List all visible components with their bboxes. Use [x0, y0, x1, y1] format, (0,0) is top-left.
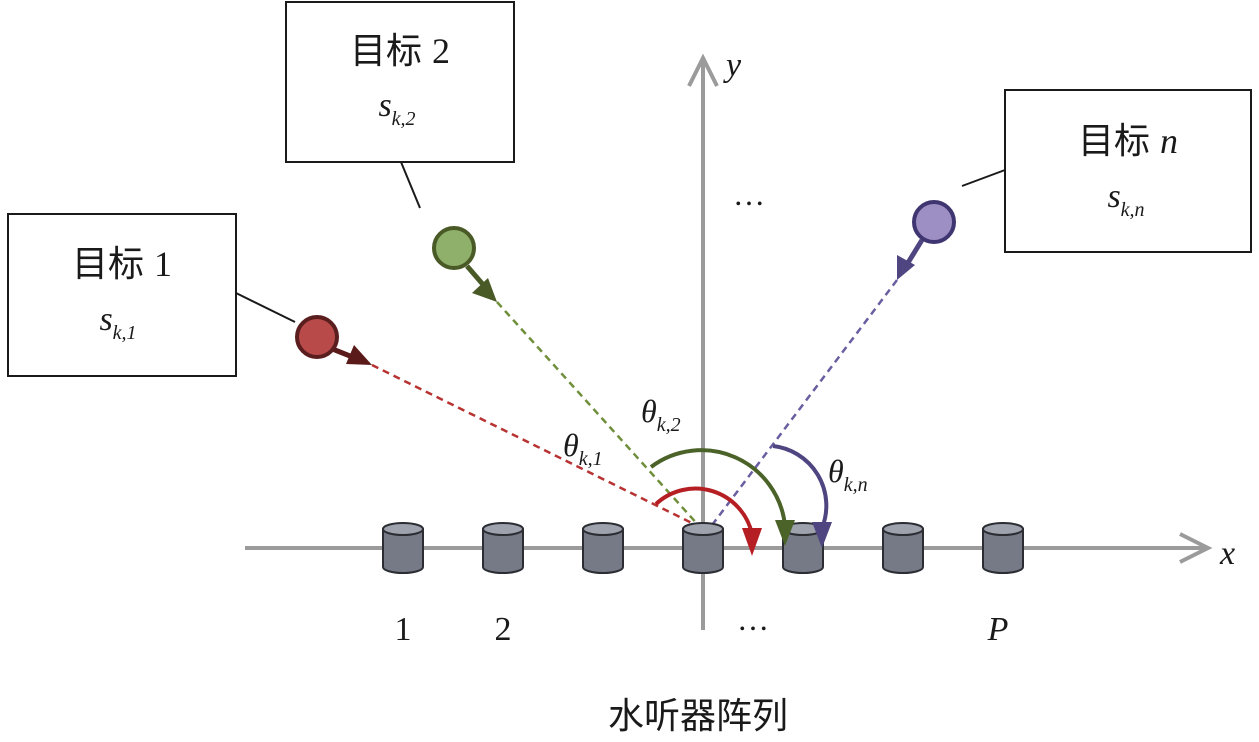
target-2-signal: sk,2: [378, 87, 415, 130]
hydrophone-body: [782, 528, 824, 574]
angle-arc-theta-k1: [654, 486, 754, 535]
target-1-leader-line: [235, 292, 296, 323]
hydrophone-4: [682, 522, 724, 574]
hydrophone-body: [582, 528, 624, 574]
signal-path-target-n: [702, 279, 898, 538]
target-n-signal: sk,n: [1107, 178, 1144, 221]
target-2-marker: [432, 226, 476, 270]
hydrophone-7: [982, 522, 1024, 574]
targets-ellipsis: …: [733, 176, 765, 212]
angle-arc-theta-k1-arrowhead: [742, 528, 762, 556]
hydrophone-top: [482, 522, 524, 536]
signal-path-target-2: [496, 301, 701, 528]
hydrophone-body: [682, 528, 724, 574]
x-axis-arrowhead: [1179, 532, 1213, 564]
hydrophone-3: [582, 522, 624, 574]
hydrophone-body: [982, 528, 1024, 574]
y-axis-label: y: [723, 47, 742, 84]
target-n-leader-line: [961, 169, 1006, 187]
target-2-label-box: [285, 1, 515, 163]
hydrophone-top: [582, 522, 624, 536]
hydrophone-6: [882, 522, 924, 574]
hydrophone-top: [982, 522, 1024, 536]
target-n-marker: [912, 200, 956, 244]
angle-label-theta-kn: θk,n: [828, 453, 868, 496]
target-2-direction-arrowhead: [472, 278, 497, 302]
hydrophone-array: [382, 522, 1024, 574]
target-1-label-box: [7, 213, 237, 377]
target-1-direction-arrowhead: [346, 345, 372, 365]
y-axis-arrowhead: [687, 53, 719, 87]
hydrophone-label-first: 1: [395, 611, 412, 648]
hydrophone-2: [482, 522, 524, 574]
array-caption: 水听器阵列: [608, 696, 788, 737]
signal-path-target-1: [371, 363, 701, 529]
hydrophone-body: [382, 528, 424, 574]
target-1-marker: [295, 315, 339, 359]
angle-label-theta-k2: θk,2: [641, 393, 681, 436]
target-1-signal: sk,1: [99, 301, 136, 344]
angle-arc-theta-k2: [649, 448, 787, 527]
angle-label-theta-k1: θk,1: [563, 427, 603, 470]
hydrophone-5: [782, 522, 824, 574]
hydrophone-top: [682, 522, 724, 536]
hydrophone-top: [882, 522, 924, 536]
angle-arc-theta-kn: [772, 444, 829, 529]
angle-arc-theta-kn-arrowhead: [812, 522, 832, 548]
target-2-leader-line: [400, 161, 421, 209]
hydrophone-label-last: P: [987, 611, 1009, 648]
array-ellipsis: …: [737, 601, 769, 637]
hydrophone-body: [482, 528, 524, 574]
hydrophone-body: [882, 528, 924, 574]
angle-arc-theta-k2-arrowhead: [775, 520, 795, 546]
hydrophone-top: [382, 522, 424, 536]
hydrophone-1: [382, 522, 424, 574]
hydrophone-label-second: 2: [495, 611, 512, 648]
target-n-direction-arrowhead: [897, 255, 915, 280]
target-n-label-box: [1004, 89, 1252, 253]
x-axis-label: x: [1219, 535, 1235, 572]
